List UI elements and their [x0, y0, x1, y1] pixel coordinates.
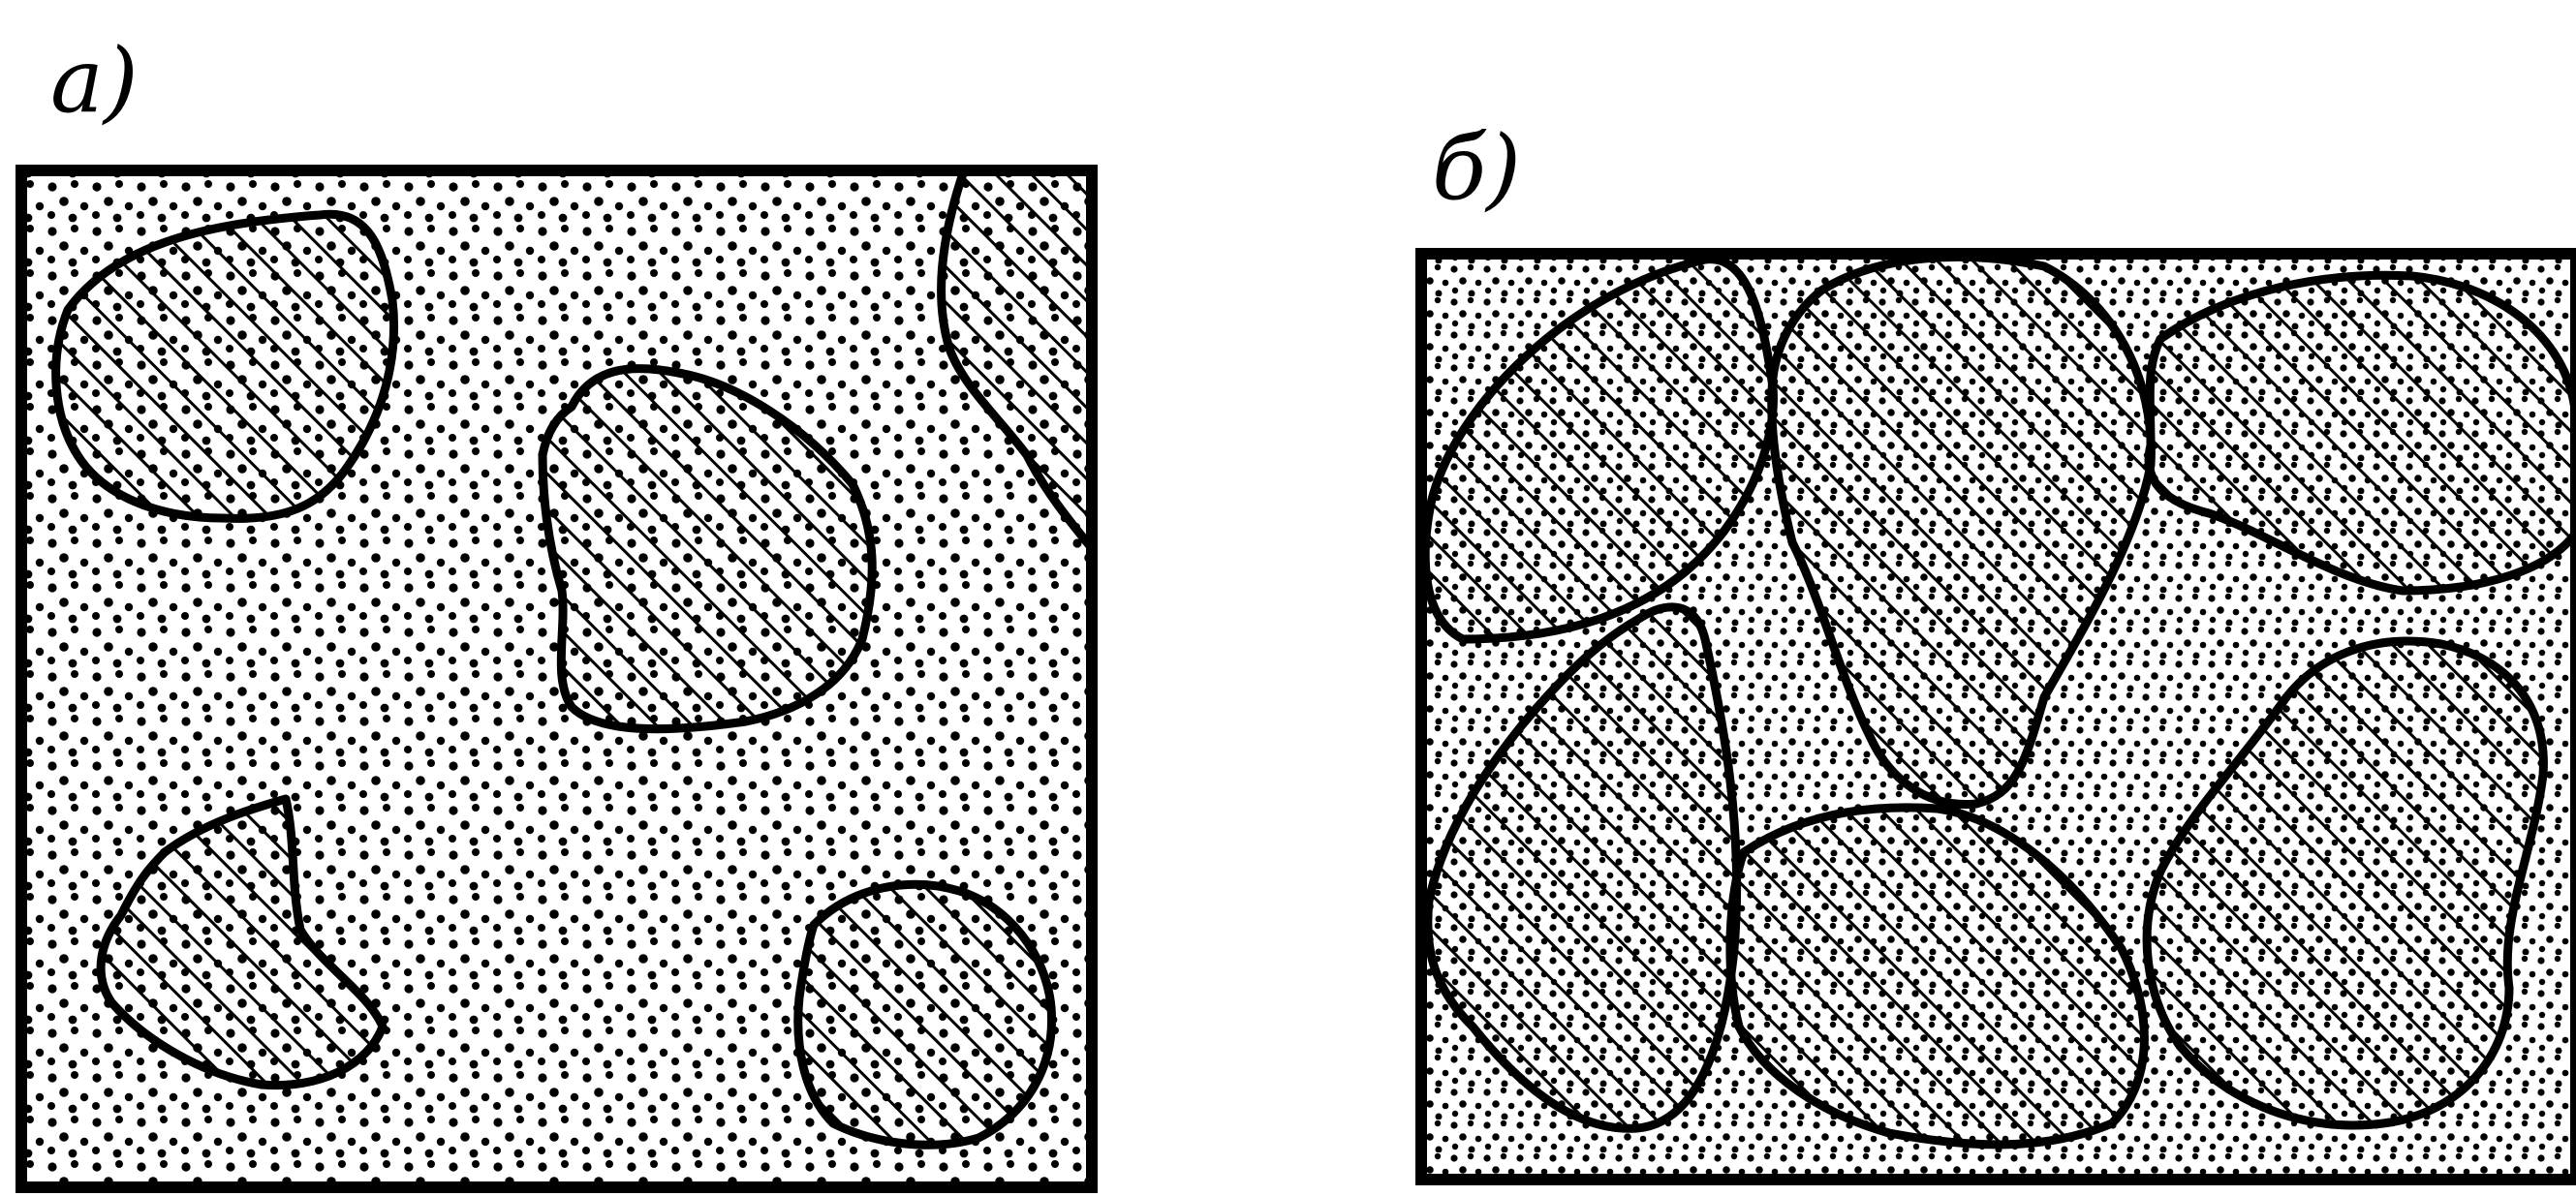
panel-a — [21, 170, 1095, 1187]
panel-a-particle-5 — [798, 884, 1052, 1145]
panel-b — [1421, 254, 2576, 1180]
